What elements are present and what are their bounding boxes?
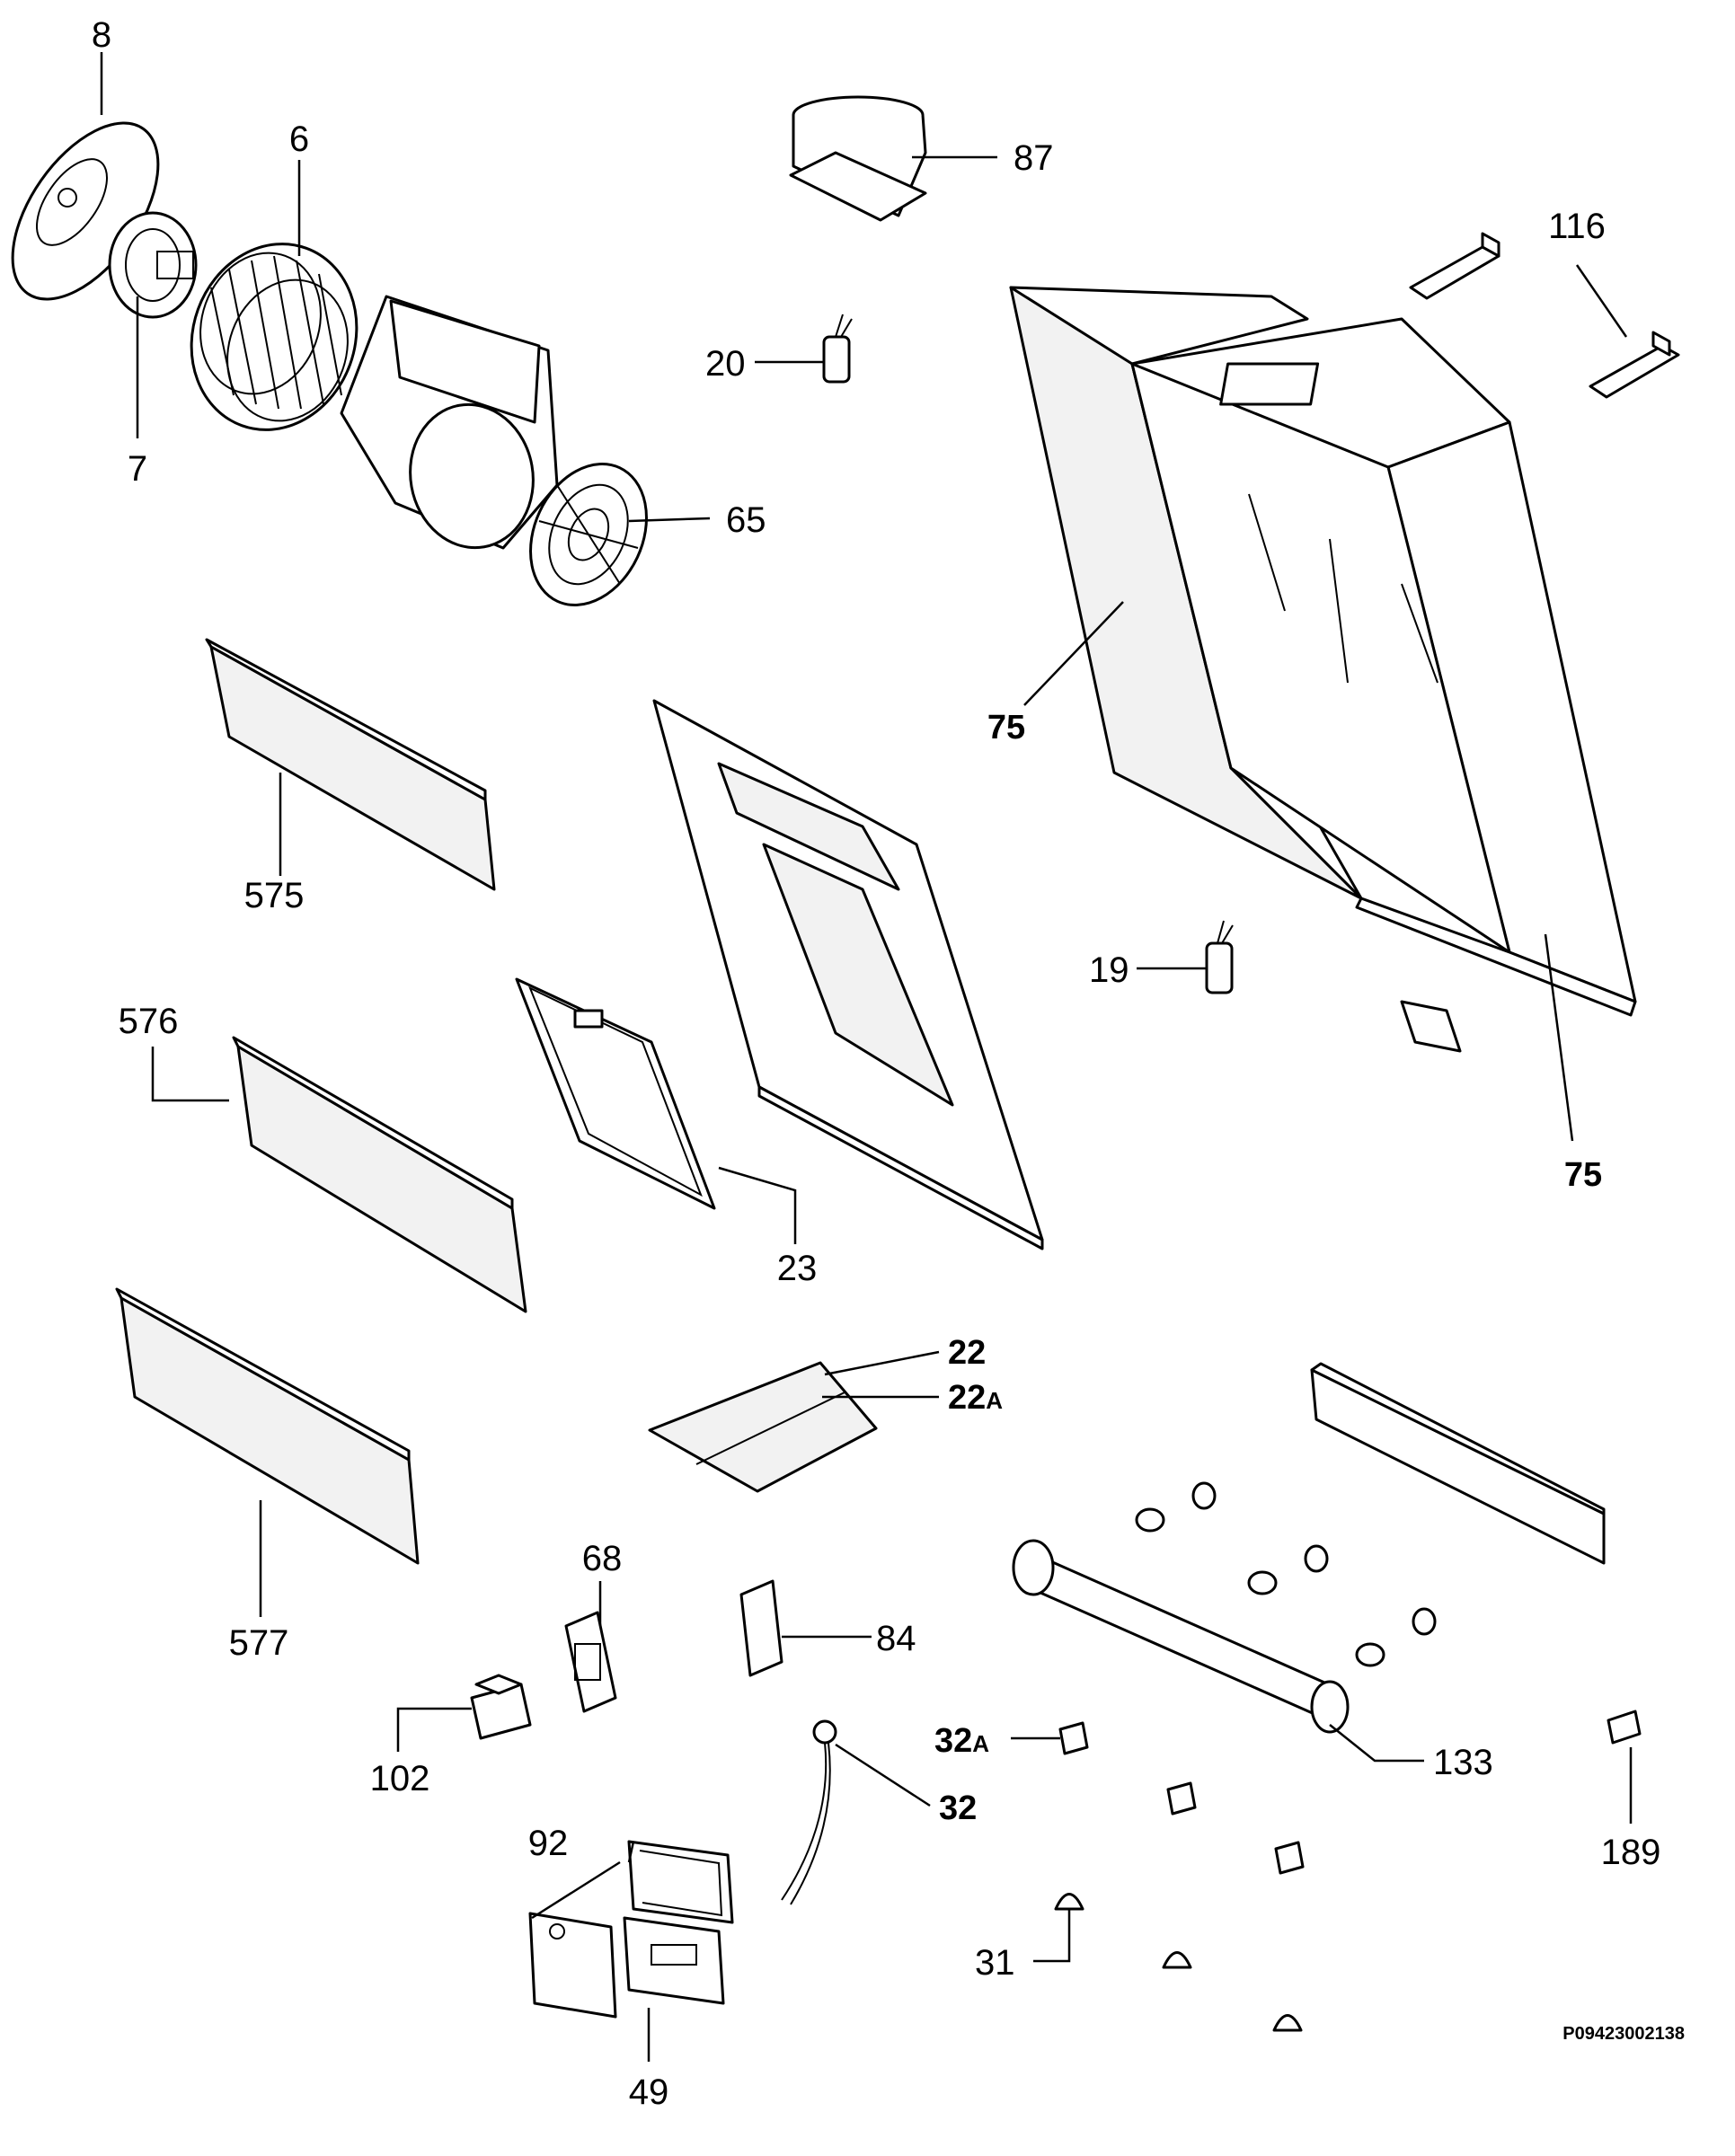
part-102-transformer[interactable] — [470, 1674, 532, 1740]
label-75-lower: 75 — [1564, 1156, 1602, 1194]
part-133-light-bar[interactable] — [1012, 1539, 1350, 1734]
label-189: 189 — [1601, 1833, 1661, 1872]
front-panel[interactable] — [652, 699, 1044, 1250]
label-31: 31 — [975, 1943, 1015, 1983]
part-32-cable[interactable] — [781, 1719, 837, 1905]
part-19-capacitor[interactable] — [1205, 920, 1234, 994]
label-32a-suffix: A — [972, 1730, 989, 1757]
label-32: 32 — [939, 1789, 977, 1827]
part-7-motor[interactable] — [108, 211, 198, 319]
label-19: 19 — [1089, 950, 1129, 990]
part-116-bracket-bottom[interactable] — [1589, 331, 1680, 399]
part-575-panel[interactable] — [205, 638, 496, 891]
label-23: 23 — [777, 1249, 818, 1288]
label-87: 87 — [1014, 138, 1054, 178]
label-102: 102 — [370, 1759, 430, 1798]
label-133: 133 — [1433, 1743, 1493, 1782]
part-87-duct-collar[interactable] — [789, 95, 927, 222]
leader-lines — [100, 52, 1633, 2062]
part-32a-lamp-clips[interactable] — [1058, 1721, 1305, 1875]
label-577: 577 — [229, 1623, 289, 1663]
part-68-control-bracket[interactable] — [564, 1611, 617, 1713]
label-92: 92 — [528, 1824, 569, 1863]
part-6-fan-wheel[interactable] — [166, 221, 383, 454]
label-8: 8 — [92, 15, 111, 55]
reference-code: P09423002138 — [1562, 2024, 1685, 2044]
label-75-upper: 75 — [987, 709, 1025, 747]
part-8-motor-plate[interactable] — [0, 98, 187, 324]
label-32a-number: 32 — [934, 1722, 972, 1760]
label-22a: 22A — [948, 1379, 1003, 1417]
label-575: 575 — [244, 876, 305, 915]
fan-housing[interactable] — [340, 295, 559, 558]
part-49-control-board[interactable] — [528, 1912, 725, 2019]
part-20-capacitor[interactable] — [822, 314, 853, 384]
rear-bar[interactable] — [1310, 1362, 1606, 1565]
part-65-fan-grille[interactable] — [509, 445, 668, 623]
part-labels: 8 6 7 65 87 116 20 75 75 575 576 19 23 2… — [92, 15, 1685, 2112]
label-7: 7 — [128, 449, 147, 489]
part-23-grease-filter[interactable] — [515, 977, 716, 1210]
label-20: 20 — [705, 344, 746, 384]
part-22-carbon-filter[interactable] — [648, 1361, 878, 1493]
label-49: 49 — [629, 2072, 669, 2112]
label-116: 116 — [1548, 207, 1606, 246]
label-65: 65 — [726, 500, 766, 540]
label-22: 22 — [948, 1334, 986, 1372]
part-92-electronic-board-housing[interactable] — [627, 1840, 734, 1924]
lamp-holders[interactable] — [1135, 1481, 1437, 1667]
part-576-panel[interactable] — [232, 1036, 527, 1313]
label-68: 68 — [582, 1539, 623, 1578]
part-189-switch-cap[interactable] — [1607, 1710, 1642, 1745]
part-84-switch-unit[interactable] — [739, 1579, 783, 1677]
part-75-hood-body[interactable] — [1009, 286, 1637, 1017]
part-31-lamp-bulbs[interactable] — [1054, 1893, 1303, 2032]
label-22a-number: 22 — [948, 1379, 986, 1417]
small-bracket-plate[interactable] — [1400, 1000, 1462, 1053]
label-6: 6 — [289, 119, 309, 159]
label-84: 84 — [876, 1619, 916, 1658]
part-116-bracket-top[interactable] — [1409, 232, 1500, 300]
label-22a-suffix: A — [986, 1387, 1003, 1414]
label-576: 576 — [119, 1002, 179, 1041]
part-577-panel[interactable] — [115, 1287, 420, 1565]
label-32a: 32A — [934, 1722, 989, 1760]
